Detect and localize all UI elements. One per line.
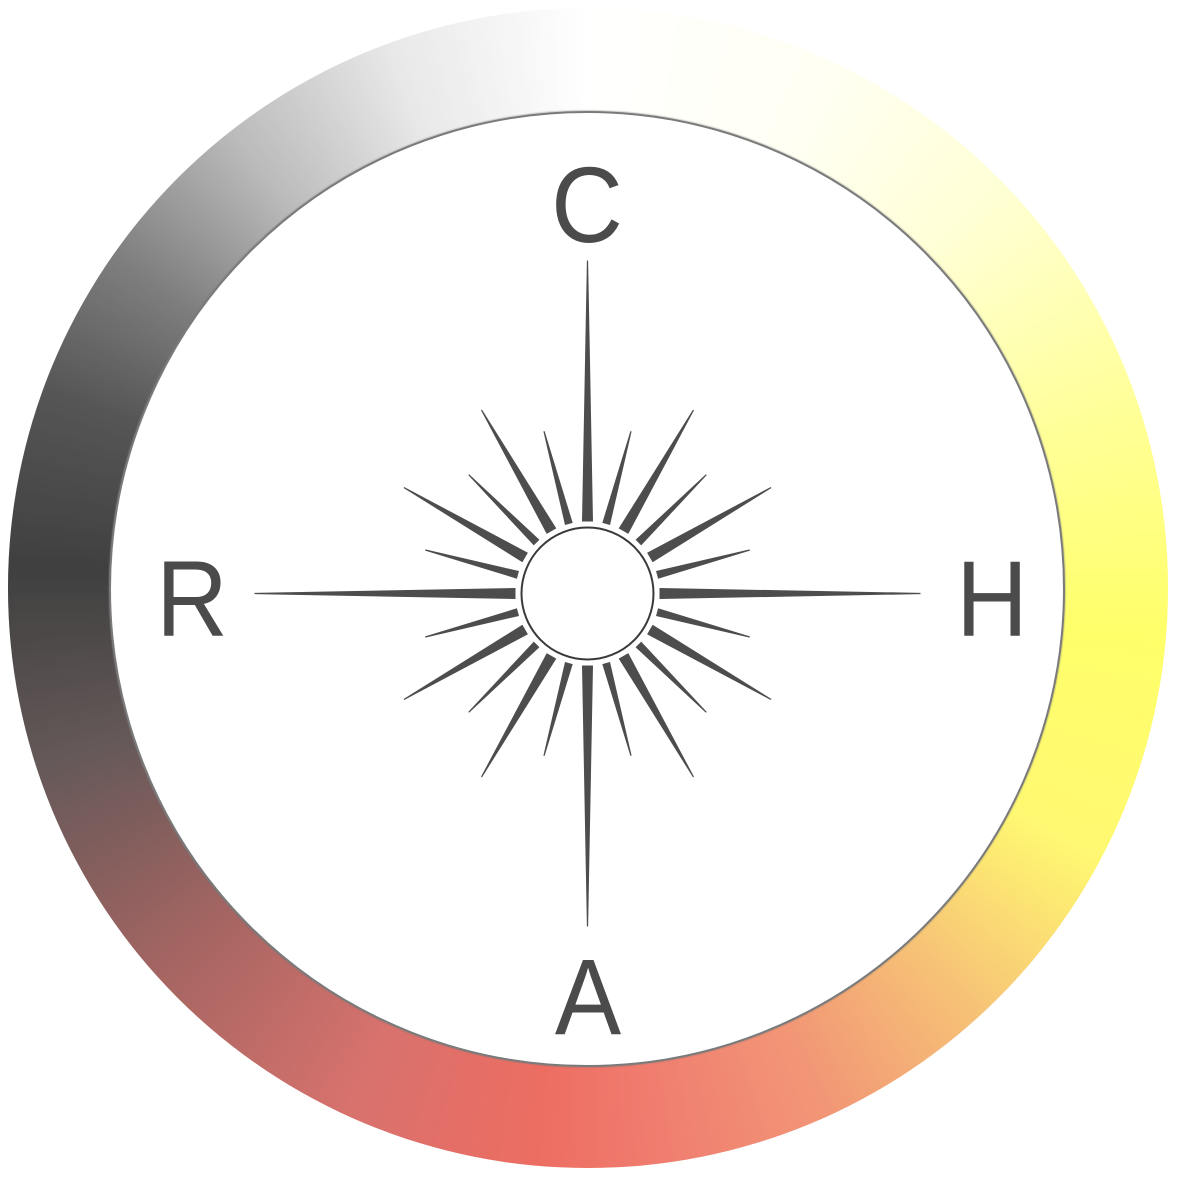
ray [425,608,519,638]
ray [582,260,593,522]
ray [543,662,573,756]
sun-rays [254,260,921,927]
ray [659,588,921,599]
letter-top: C [551,144,623,265]
sun-icon [520,526,655,661]
ray [635,474,707,546]
ray [403,487,528,563]
ray [543,431,573,525]
ray [602,431,632,525]
ray [647,487,772,563]
ray [403,624,528,700]
ray [656,608,750,638]
ray [618,653,694,778]
ray [425,549,519,579]
letter-right: H [956,538,1028,659]
ray [254,588,516,599]
letter-bottom: A [554,936,622,1057]
ray [468,474,540,546]
ray [647,624,772,700]
ray [635,641,707,713]
ray [656,549,750,579]
ray [481,409,557,534]
ray [468,641,540,713]
ray [481,653,557,778]
ray [602,662,632,756]
letter-left: R [156,538,228,659]
ray [618,409,694,534]
ray [582,665,593,927]
